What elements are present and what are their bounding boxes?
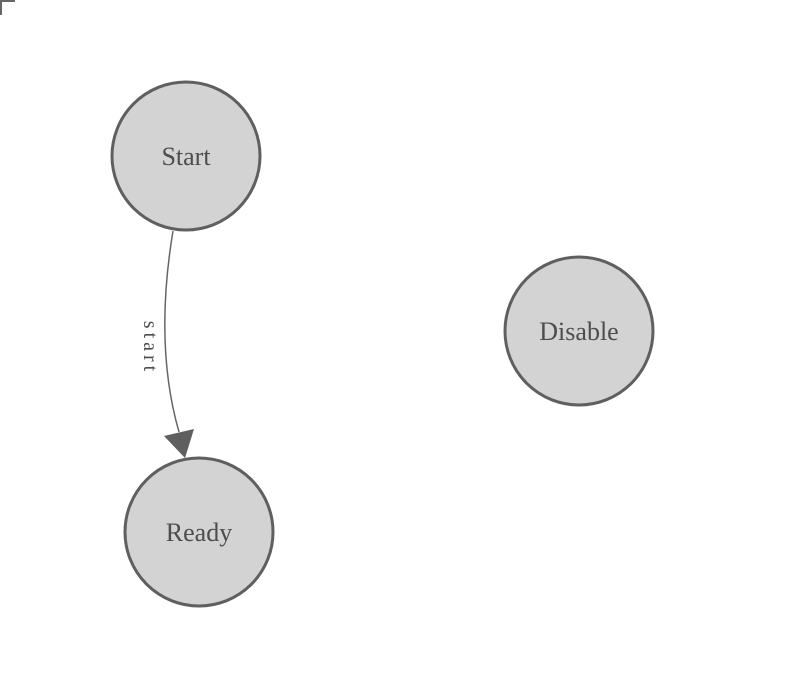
- transition-edge-start-ready[interactable]: start: [139, 230, 194, 458]
- edge-path: [164, 230, 180, 433]
- state-node-disable[interactable]: Disable: [503, 255, 655, 407]
- edge-label: start: [139, 321, 161, 375]
- state-label: Disable: [539, 317, 618, 346]
- state-node-ready[interactable]: Ready: [123, 456, 275, 608]
- state-circle: [503, 255, 655, 407]
- state-circle: [123, 456, 275, 608]
- state-label: Start: [161, 142, 211, 171]
- state-node-start[interactable]: Start: [110, 80, 262, 232]
- arrowhead-icon: [164, 429, 194, 458]
- state-circle: [110, 80, 262, 232]
- canvas-corner-marker-icon: [0, 0, 15, 15]
- state-label: Ready: [166, 518, 232, 547]
